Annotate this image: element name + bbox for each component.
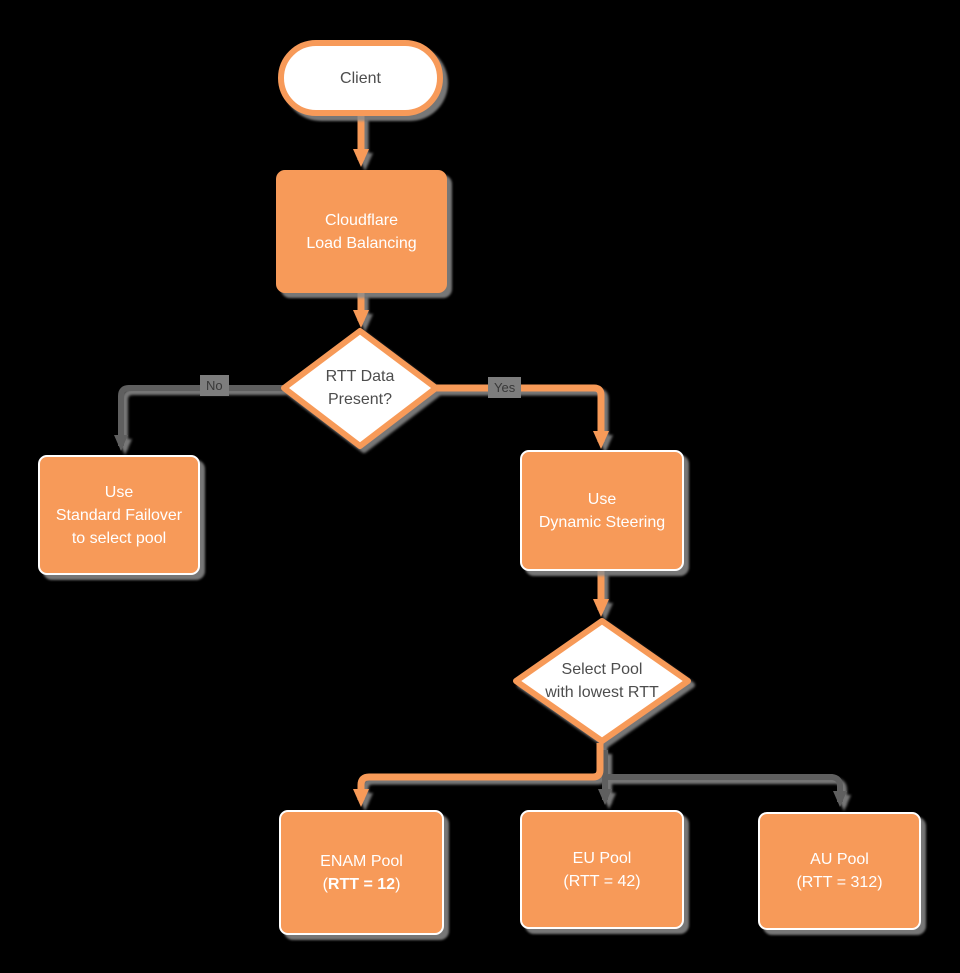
edge-rtt-no-to-failover xyxy=(114,385,286,451)
node-enam-line1: ENAM Pool xyxy=(320,852,403,870)
node-lb-line2: Load Balancing xyxy=(306,234,417,252)
decision-pool-line1: Select Pool xyxy=(561,661,643,678)
decision-rtt-line2: Present? xyxy=(327,391,393,408)
node-client: Client xyxy=(278,40,443,116)
node-cloudflare-load-balancing: Cloudflare Load Balancing xyxy=(276,170,447,293)
node-steering-line2: Dynamic Steering xyxy=(538,513,666,531)
node-failover-line3: to select pool xyxy=(71,529,167,547)
node-au-pool: AU Pool (RTT = 312) xyxy=(758,812,921,930)
node-enam-rtt-value: RTT = 12 xyxy=(327,875,396,893)
node-au-line1: AU Pool xyxy=(810,851,869,868)
node-failover-line1: Use xyxy=(104,483,134,501)
node-eu-line1: EU Pool xyxy=(572,849,632,867)
node-enam-rtt-suffix: ) xyxy=(395,875,401,893)
edge-rtt-yes-to-steering xyxy=(434,384,609,449)
decision-rtt-data-present xyxy=(281,328,439,449)
node-eu-pool: EU Pool (RTT = 42) xyxy=(520,810,684,929)
node-dynamic-steering: Use Dynamic Steering xyxy=(520,450,684,571)
edge-label-no: No xyxy=(200,375,229,396)
decision-select-pool xyxy=(513,618,691,744)
node-au-line2: (RTT = 312) xyxy=(796,874,883,891)
node-enam-rtt-prefix: ( xyxy=(322,875,328,893)
node-lb-line1: Cloudflare xyxy=(325,211,398,229)
node-client-label: Client xyxy=(340,69,381,87)
decision-pool-line2: with lowest RTT xyxy=(545,684,659,701)
decision-rtt-line1: RTT Data xyxy=(325,368,395,385)
node-enam-pool: ENAM Pool (RTT = 12) xyxy=(279,810,444,935)
edge-pool-to-enam xyxy=(353,743,604,807)
edge-pool-to-au xyxy=(605,774,847,807)
decision-pool-label: Select Pool with lowest RTT xyxy=(515,658,689,704)
node-eu-line2: (RTT = 42) xyxy=(563,872,641,890)
decision-rtt-label: RTT Data Present? xyxy=(280,365,440,411)
node-steering-line1: Use xyxy=(587,490,617,508)
node-failover-line2: Standard Failover xyxy=(55,506,183,524)
node-standard-failover: Use Standard Failover to select pool xyxy=(38,455,200,575)
edge-label-yes: Yes xyxy=(488,377,522,398)
node-enam-line2: (RTT = 12) xyxy=(323,873,401,896)
